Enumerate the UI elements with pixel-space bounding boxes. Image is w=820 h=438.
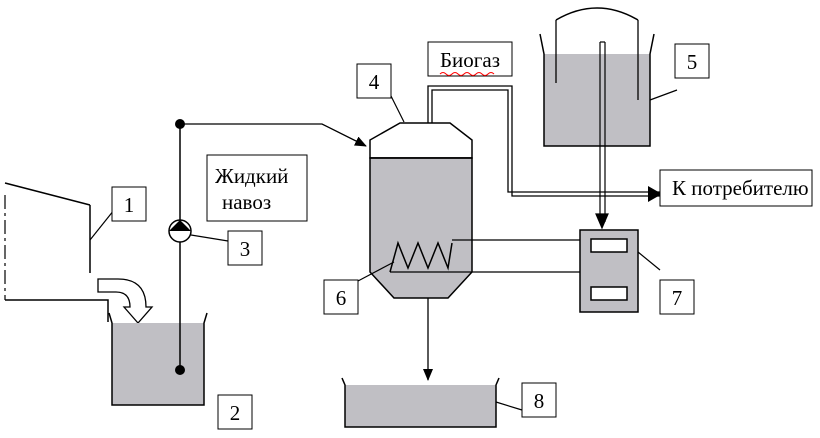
manure-feed-pipe — [180, 123, 367, 147]
biogas-arrow-head — [648, 186, 662, 202]
svg-text:1: 1 — [124, 193, 135, 217]
svg-text:2: 2 — [230, 401, 241, 425]
liquid-manure-label-box: Жидкий навоз — [206, 154, 308, 222]
barn-outline — [4, 182, 109, 322]
callout-8: 8 — [521, 382, 557, 418]
callout-2: 2 — [217, 394, 253, 430]
svg-text:3: 3 — [240, 237, 251, 261]
svg-text:6: 6 — [336, 286, 347, 310]
to-consumer-label-box: К потребителю — [659, 169, 813, 207]
boiler-unit — [579, 229, 639, 313]
liquid-manure-label-line1: Жидкий — [215, 164, 288, 188]
to-consumer-label: К потребителю — [672, 176, 809, 200]
callout-4: 4 — [356, 63, 392, 99]
manure-flow-arrow — [97, 278, 154, 324]
svg-text:5: 5 — [687, 50, 698, 74]
callout-3: 3 — [227, 230, 263, 266]
callout-5: 5 — [674, 43, 710, 79]
water-pipe-to-boiler — [595, 41, 609, 230]
digestate-tank — [341, 377, 500, 428]
biogas-label-box: Биогаз — [427, 41, 513, 77]
hot-water-tank — [539, 7, 655, 147]
biogas-label: Биогаз — [440, 48, 500, 72]
biogas-pipe — [427, 85, 660, 197]
svg-text:4: 4 — [369, 70, 380, 94]
pump-icon — [168, 219, 192, 243]
callout-1: 1 — [111, 186, 147, 222]
svg-text:8: 8 — [534, 389, 545, 413]
heat-exchanger-coil — [389, 240, 453, 273]
callout-6: 6 — [323, 279, 359, 315]
collection-tank — [108, 312, 208, 406]
liquid-manure-label-line2: навоз — [222, 190, 271, 214]
callout-7: 7 — [659, 279, 695, 315]
svg-text:7: 7 — [672, 286, 683, 310]
